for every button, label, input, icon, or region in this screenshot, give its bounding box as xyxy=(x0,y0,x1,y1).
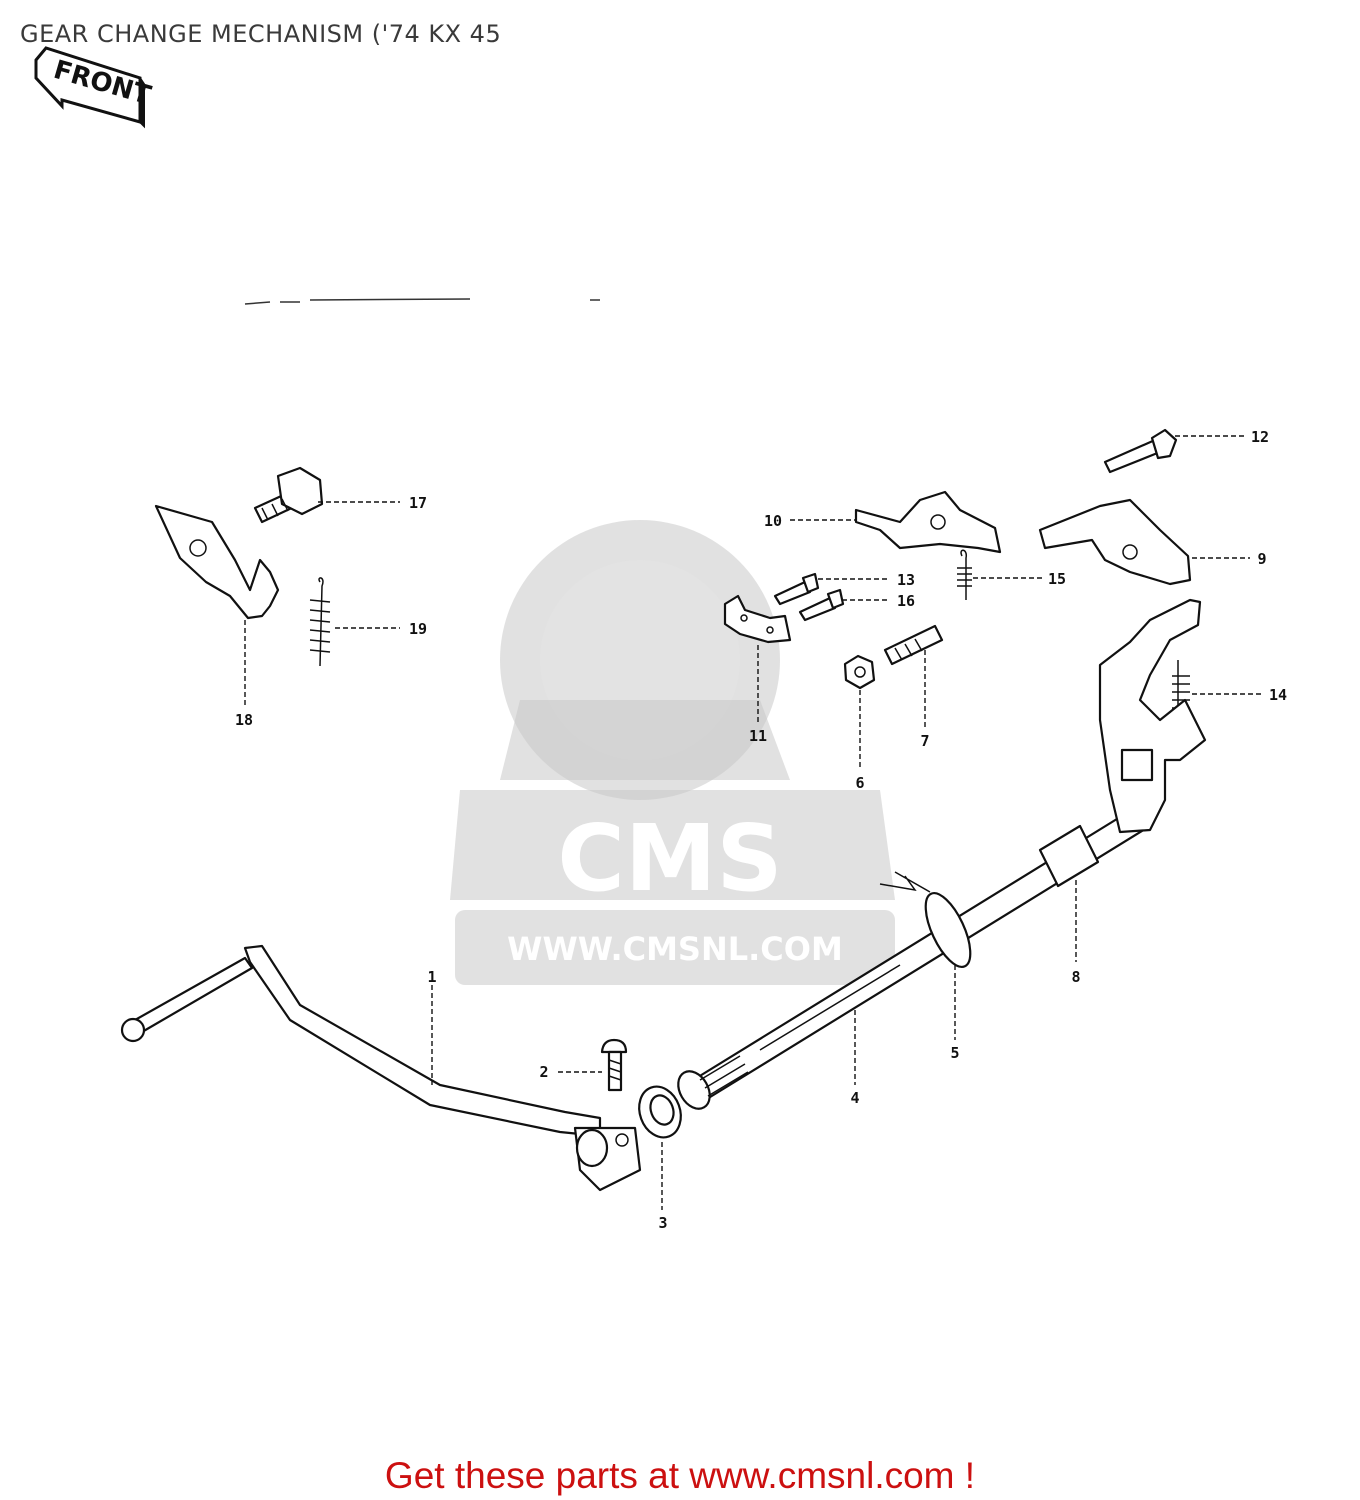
spring-19 xyxy=(309,577,331,667)
callout-8: 8 xyxy=(1071,968,1080,986)
callout-7: 7 xyxy=(920,732,929,750)
watermark-logo: CMS WWW.CMSNL.COM xyxy=(450,520,895,985)
shaft-collar xyxy=(1038,824,1100,888)
callout-10: 10 xyxy=(764,512,782,530)
pin-16 xyxy=(798,588,845,622)
callout-5: 5 xyxy=(950,1044,959,1062)
hex-nut xyxy=(843,654,876,690)
ratchet-pawl xyxy=(854,490,1002,554)
parts-diagram: FRONT CMS WWW.CMSNL.COM xyxy=(34,46,1287,1232)
callout-18: 18 xyxy=(235,711,253,729)
callout-19: 19 xyxy=(409,620,427,638)
callout-11: 11 xyxy=(749,727,767,745)
spring-15 xyxy=(957,549,972,600)
pin-13 xyxy=(773,572,820,606)
callout-13: 13 xyxy=(897,571,915,589)
callout-15: 15 xyxy=(1048,570,1066,588)
callout-16: 16 xyxy=(897,592,915,610)
callout-2: 2 xyxy=(539,1063,548,1081)
watermark-brand: CMS xyxy=(557,805,782,912)
shift-drum-arm xyxy=(1098,598,1207,834)
watermark-url: WWW.CMSNL.COM xyxy=(507,930,843,968)
leader-lines xyxy=(244,435,1262,1210)
callout-14: 14 xyxy=(1269,686,1287,704)
front-arrow-icon: FRONT xyxy=(34,46,154,129)
circlip xyxy=(879,871,972,968)
callout-12: 12 xyxy=(1251,428,1269,446)
callout-9: 9 xyxy=(1257,550,1266,568)
pedal-bolt xyxy=(600,1038,628,1092)
callout-3: 3 xyxy=(658,1214,667,1232)
adjuster-bolt xyxy=(253,466,324,524)
stopper-plate xyxy=(723,594,792,644)
diagram-title: GEAR CHANGE MECHANISM ('74 KX 45 xyxy=(20,20,502,48)
shift-shaft xyxy=(677,804,1152,1110)
change-pedal xyxy=(120,944,642,1192)
footer-link[interactable]: Get these parts at www.cmsnl.com ! xyxy=(384,1455,976,1496)
scan-artifact-lines xyxy=(244,298,600,305)
callout-4: 4 xyxy=(850,1089,859,1107)
stopper-bracket xyxy=(154,504,280,620)
lever-bolt xyxy=(1103,428,1178,474)
callout-numbers: 1 2 3 4 5 6 7 8 9 10 11 12 13 14 15 16 1… xyxy=(235,428,1287,1232)
stud-bolt xyxy=(883,624,944,666)
callout-17: 17 xyxy=(409,494,427,512)
shift-lever xyxy=(1038,498,1192,586)
oil-seal xyxy=(638,1085,682,1139)
callout-6: 6 xyxy=(855,774,864,792)
callout-1: 1 xyxy=(427,968,436,986)
